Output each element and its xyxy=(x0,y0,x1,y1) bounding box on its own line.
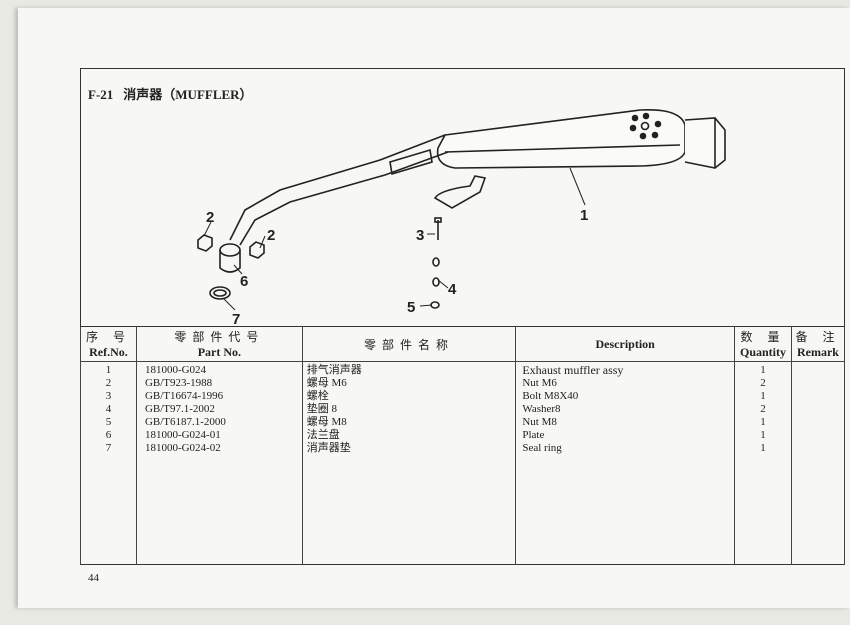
callout-leaders xyxy=(203,167,586,311)
row-1-name: 排气消声器 xyxy=(306,364,362,376)
callout-5: 5 xyxy=(407,299,415,316)
callout-6: 6 xyxy=(240,273,248,290)
row-6-name: 法兰盘 xyxy=(306,429,340,441)
row-2-desc: Nut M6 xyxy=(522,377,557,389)
row-5-name: 螺母 M8 xyxy=(306,416,347,428)
row-3-desc: Bolt M8X40 xyxy=(522,390,579,402)
row-4-desc: Washer8 xyxy=(522,403,561,415)
header-part-name: 零部件名称 xyxy=(301,326,517,362)
header-description: Description xyxy=(515,326,736,362)
row-3-ref: 3 xyxy=(105,390,112,402)
callout-4: 4 xyxy=(448,281,457,298)
row-6-ref: 6 xyxy=(105,429,112,441)
row-7-ref: 7 xyxy=(105,442,112,454)
row-7-desc: Seal ring xyxy=(522,442,562,454)
row-5-ref: 5 xyxy=(105,416,112,428)
row-4-qty: 2 xyxy=(760,403,766,415)
row-5-part: GB/T6187.1-2000 xyxy=(144,416,226,428)
row-3-name: 螺栓 xyxy=(306,390,329,402)
row-2-ref: 2 xyxy=(105,377,112,389)
row-4-part: GB/T97.1-2002 xyxy=(144,403,215,415)
callout-2b: 2 xyxy=(267,227,275,244)
row-5-qty: 1 xyxy=(760,416,766,428)
row-2-qty: 2 xyxy=(760,377,766,389)
muffler-exploded-diagram: 1 2 2 3 4 5 6 7 xyxy=(197,108,726,326)
row-6-part: 181000-G024-01 xyxy=(144,429,221,441)
muffler-body xyxy=(197,108,726,309)
row-7-qty: 1 xyxy=(760,442,766,454)
section-code: F-21 xyxy=(88,87,114,102)
callout-7: 7 xyxy=(232,311,240,326)
callout-numbers: 1 2 2 3 4 5 6 7 xyxy=(206,207,588,326)
row-5-desc: Nut M8 xyxy=(522,416,557,428)
row-7-name: 消声器垫 xyxy=(306,442,351,454)
section-title: F-21 消声器（MUFFLER） xyxy=(88,84,263,103)
row-7-part: 181000-G024-02 xyxy=(144,442,221,454)
row-6-qty: 1 xyxy=(760,429,766,441)
row-4-ref: 4 xyxy=(105,403,112,415)
page-number: 44 xyxy=(88,572,99,584)
callout-1: 1 xyxy=(580,207,588,224)
section-name: 消声器（MUFFLER） xyxy=(123,87,253,102)
remark-column xyxy=(790,361,846,565)
row-1-part: 181000-G024 xyxy=(144,364,207,376)
callout-2a: 2 xyxy=(206,209,214,226)
row-1-qty: 1 xyxy=(760,364,766,376)
row-1-desc: Exhaust muffler assy xyxy=(522,363,624,377)
row-2-name: 螺母 M6 xyxy=(306,377,347,389)
callout-3: 3 xyxy=(416,227,424,244)
row-1-ref: 1 xyxy=(105,364,112,376)
row-3-part: GB/T16674-1996 xyxy=(144,390,224,402)
row-6-desc: Plate xyxy=(522,429,545,441)
row-4-name: 垫圈 8 xyxy=(306,403,337,415)
row-3-qty: 1 xyxy=(760,390,766,402)
row-2-part: GB/T923-1988 xyxy=(144,377,213,389)
